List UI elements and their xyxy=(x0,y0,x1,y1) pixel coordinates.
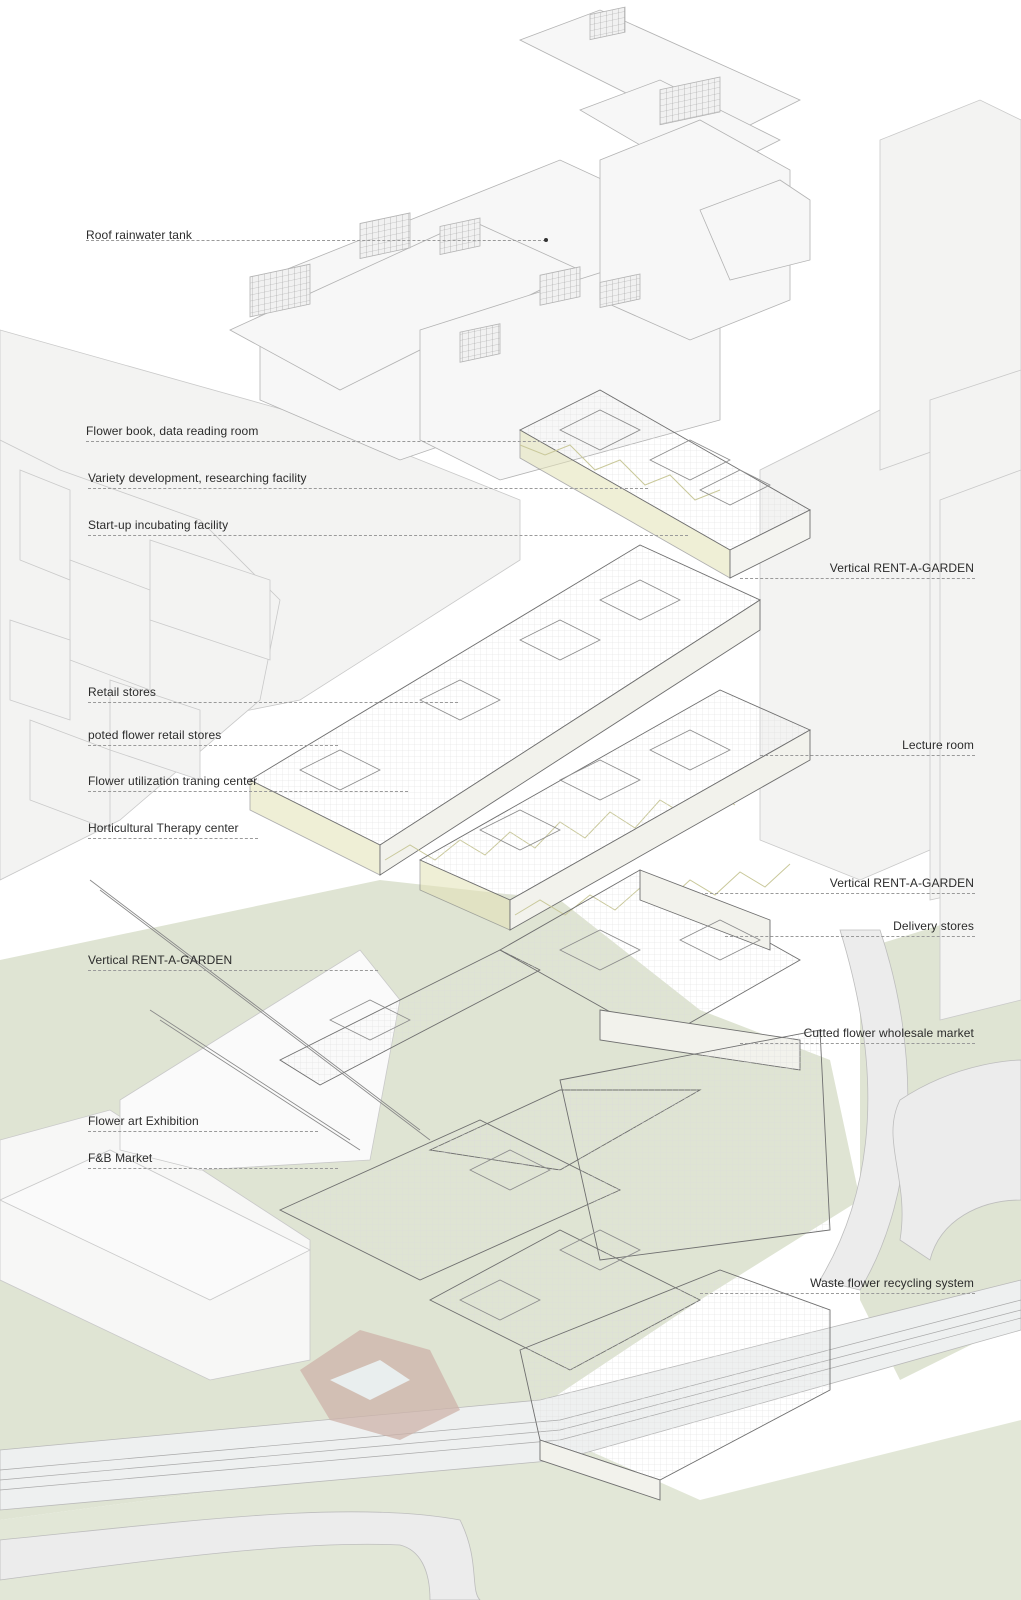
label-vertical-rent-a-garden-right-2: Vertical RENT-A-GARDEN xyxy=(829,876,974,890)
leader-line-flower-utilization-training xyxy=(88,791,408,792)
tower-right-2 xyxy=(879,99,1021,471)
label-potted-flower-retail: poted flower retail stores xyxy=(88,728,222,742)
leader-line-retail-stores xyxy=(88,702,458,703)
level-top-plate xyxy=(519,389,811,579)
floor-plates xyxy=(89,389,831,1501)
leader-line-vertical-rent-a-garden-left xyxy=(88,970,378,971)
label-flower-art-exhibition: Flower art Exhibition xyxy=(88,1114,199,1128)
leader-line-vertical-rent-a-garden-right-2 xyxy=(700,893,975,894)
leader-line-variety-development xyxy=(88,488,648,489)
label-waste-flower-recycling: Waste flower recycling system xyxy=(810,1276,974,1290)
warehouse-top xyxy=(0,1149,311,1301)
leader-dot-roof-rainwater-tank xyxy=(544,238,548,242)
label-horticultural-therapy: Horticultural Therapy center xyxy=(88,821,239,835)
label-vertical-rent-a-garden-left: Vertical RENT-A-GARDEN xyxy=(88,953,233,967)
leader-line-cutted-flower-market xyxy=(740,1043,975,1044)
level-four-plates xyxy=(249,544,811,931)
plaza-paving xyxy=(300,1330,460,1440)
leader-line-flower-art-exhibition xyxy=(88,1131,318,1132)
leader-line-roof-rainwater-tank xyxy=(86,240,546,241)
leader-line-delivery-stores xyxy=(725,936,975,937)
leader-line-potted-flower-retail xyxy=(88,745,338,746)
ground-slab xyxy=(519,1269,831,1501)
label-delivery-stores: Delivery stores xyxy=(893,919,974,933)
label-variety-development: Variety development, researching facilit… xyxy=(88,471,307,485)
label-flower-utilization-training: Flower utilization traning center xyxy=(88,774,258,788)
label-startup-incubating: Start-up incubating facility xyxy=(88,518,229,532)
tower-lower-right xyxy=(939,469,1021,1021)
context-buildings xyxy=(0,99,1021,1381)
greenhouse-roofs xyxy=(119,949,401,1171)
leader-line-flower-book-reading-room xyxy=(86,441,566,442)
leader-line-vertical-rent-a-garden-right-1 xyxy=(740,578,975,579)
leader-line-horticultural-therapy xyxy=(88,838,258,839)
road-loop xyxy=(892,1059,1021,1261)
slab-right xyxy=(699,179,811,281)
label-retail-stores: Retail stores xyxy=(88,685,156,699)
label-flower-book-reading-room: Flower book, data reading room xyxy=(86,424,259,438)
leader-line-waste-flower-recycling xyxy=(700,1293,975,1294)
roof-layer xyxy=(229,6,811,481)
bridges xyxy=(89,879,431,1151)
label-lecture-room: Lecture room xyxy=(902,738,974,752)
leader-line-lecture-room xyxy=(760,755,975,756)
road-bottom xyxy=(0,1511,481,1600)
leader-line-startup-incubating xyxy=(88,535,688,536)
label-roof-rainwater-tank: Roof rainwater tank xyxy=(86,228,192,242)
interior-rooms xyxy=(299,409,771,1321)
road-curve xyxy=(819,929,909,1291)
green-field-bottom xyxy=(0,1420,1021,1600)
label-fnb-market: F&B Market xyxy=(88,1151,153,1165)
leader-line-fnb-market xyxy=(88,1168,338,1169)
label-cutted-flower-market: Cutted flower wholesale market xyxy=(803,1026,974,1040)
label-vertical-rent-a-garden-right-1: Vertical RENT-A-GARDEN xyxy=(829,561,974,575)
